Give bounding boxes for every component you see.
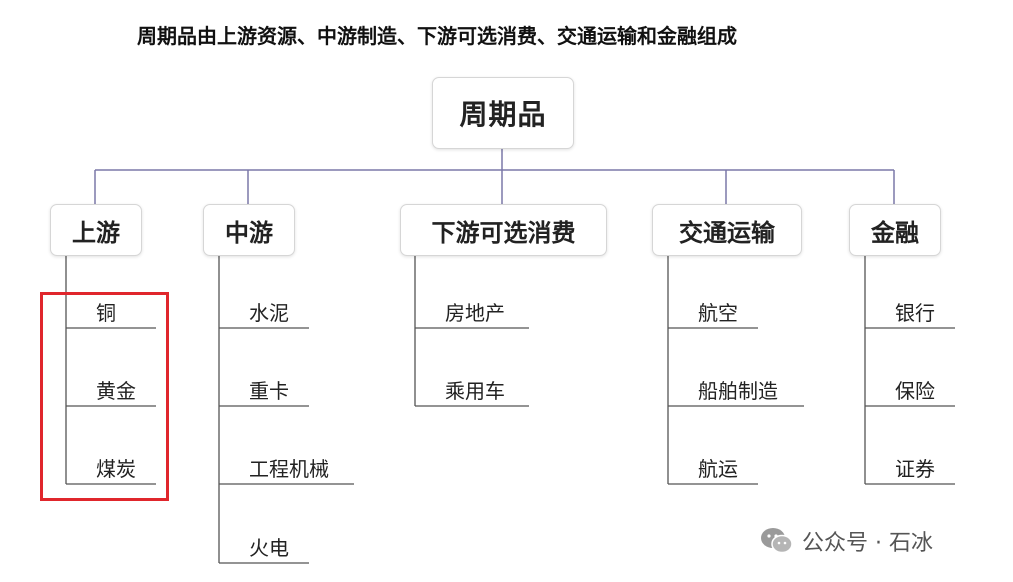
leaf-item: 工程机械 bbox=[249, 457, 329, 481]
watermark: 公众号 · 石冰 bbox=[760, 524, 933, 558]
category-downstream: 下游可选消费 bbox=[400, 204, 607, 256]
highlight-box bbox=[40, 292, 169, 501]
category-upstream: 上游 bbox=[50, 204, 142, 256]
leaf-item: 黄金 bbox=[96, 379, 136, 403]
leaf-item: 铜 bbox=[96, 301, 116, 325]
leaf-item: 航空 bbox=[698, 301, 738, 325]
leaf-item: 水泥 bbox=[249, 301, 289, 325]
leaf-item: 重卡 bbox=[249, 379, 289, 403]
wechat-icon bbox=[761, 528, 793, 554]
leaf-item: 船舶制造 bbox=[698, 379, 778, 403]
leaf-item: 煤炭 bbox=[96, 457, 136, 481]
leaf-item: 保险 bbox=[895, 379, 935, 403]
category-midstream: 中游 bbox=[203, 204, 295, 256]
leaf-item: 银行 bbox=[895, 301, 935, 325]
diagram-title: 周期品由上游资源、中游制造、下游可选消费、交通运输和金融组成 bbox=[137, 24, 737, 48]
leaf-item: 房地产 bbox=[445, 301, 505, 325]
category-finance: 金融 bbox=[849, 204, 941, 256]
leaf-item: 航运 bbox=[698, 457, 738, 481]
root-node: 周期品 bbox=[432, 77, 574, 149]
leaf-item: 证券 bbox=[895, 457, 935, 481]
leaf-item: 火电 bbox=[249, 536, 289, 560]
leaf-item: 乘用车 bbox=[445, 379, 505, 403]
category-transport: 交通运输 bbox=[652, 204, 802, 256]
watermark-text: 公众号 · 石冰 bbox=[802, 531, 933, 556]
